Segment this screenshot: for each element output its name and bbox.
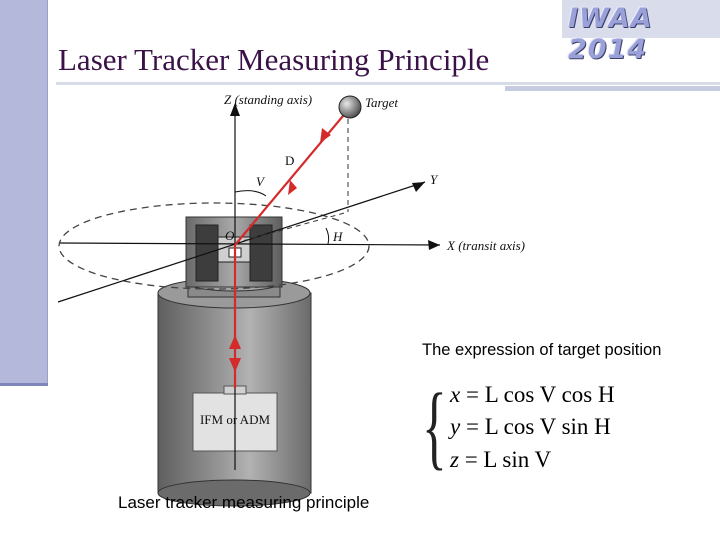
conference-logo: IWAA 2014 xyxy=(568,3,653,65)
target-sphere xyxy=(338,95,362,119)
equation-x-lhs: x xyxy=(450,382,461,407)
logo-banner xyxy=(562,0,720,38)
title-underline xyxy=(56,82,720,85)
title-underline-accent xyxy=(505,86,720,91)
y-axis-arrow xyxy=(412,182,425,192)
horizontal-angle-label: H xyxy=(332,229,343,244)
v-angle-arc xyxy=(234,190,267,197)
diagram-caption: Laser tracker measuring principle xyxy=(118,493,370,512)
x-axis-arrow xyxy=(428,240,440,250)
equation-y-lhs: y xyxy=(450,414,461,439)
beam-arrows xyxy=(229,128,331,372)
equation-y-rhs: = L cos V sin H xyxy=(465,414,611,439)
equation-brace: { xyxy=(422,375,447,479)
slide-title: Laser Tracker Measuring Principle xyxy=(58,42,490,77)
x-axis xyxy=(59,242,441,246)
equation-x-rhs: = L cos V cos H xyxy=(465,382,615,407)
y-axis-label: Y xyxy=(430,172,439,187)
laser-tracker-diagram: IFM or ADM Z (standing axis) Target D V … xyxy=(57,92,525,507)
distance-label: D xyxy=(285,153,294,168)
target-label: Target xyxy=(365,95,398,110)
y-axis xyxy=(57,181,426,303)
z-axis-label: Z (standing axis) xyxy=(224,92,312,107)
h-angle-arc xyxy=(325,227,330,245)
origin-label: O xyxy=(225,228,235,243)
rotation-ellipse xyxy=(58,202,370,290)
equation-x: x = L cos V cos H xyxy=(450,382,615,408)
side-accent-bar xyxy=(0,0,48,383)
z-axis-arrow xyxy=(230,103,240,116)
equation-y: y = L cos V sin H xyxy=(450,414,611,440)
equation-z-lhs: z xyxy=(450,447,459,472)
expression-label: The expression of target position xyxy=(422,341,662,359)
x-axis-label: X (transit axis) xyxy=(446,238,525,253)
horizontal-projection xyxy=(234,211,349,244)
equation-z-rhs: = L sin V xyxy=(464,447,552,472)
vertical-angle-label: V xyxy=(256,174,266,189)
equation-z: z = L sin V xyxy=(450,447,551,473)
side-accent-shadow xyxy=(0,383,48,386)
